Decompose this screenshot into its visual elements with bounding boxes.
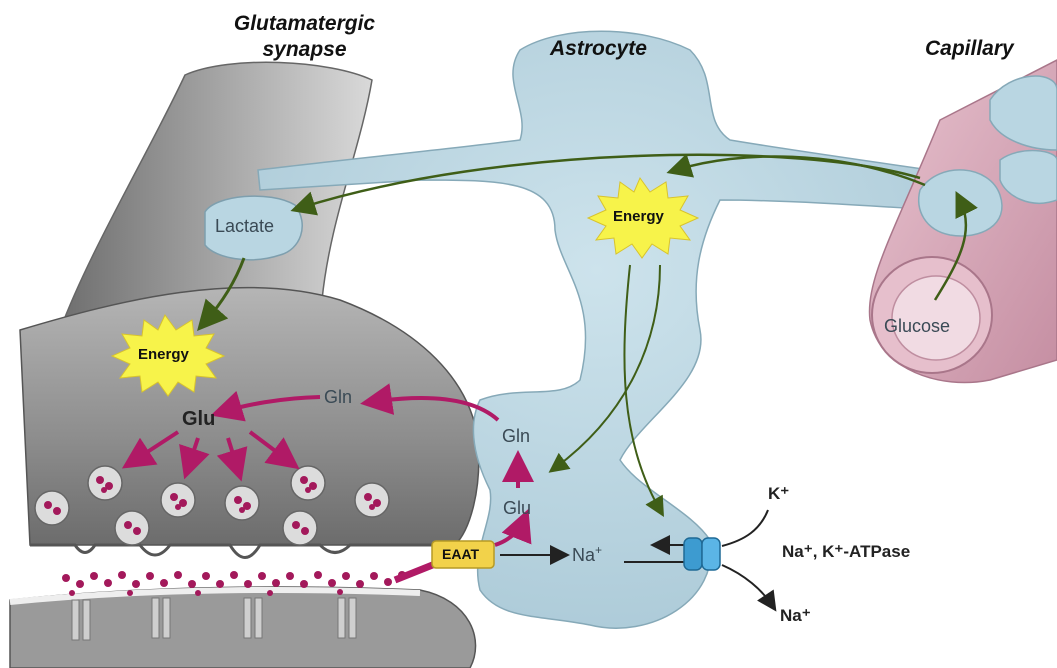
pump-label: Na⁺, K⁺-ATPase: [782, 542, 910, 562]
gln-neuron-label: Gln: [324, 387, 352, 408]
na-k-atpase-pump: [684, 538, 720, 570]
k-ion-label: K⁺: [768, 484, 789, 504]
na-out-arrow: [722, 565, 772, 605]
postsynaptic-neuron: [10, 587, 476, 668]
synapse-title-line1: Glutamatergic: [212, 11, 397, 37]
synapse-title-line2: synapse: [212, 37, 397, 63]
eaat-label: EAAT: [442, 546, 479, 562]
energy-label-neuron: Energy: [138, 346, 189, 363]
glu-astrocyte-label: Glu: [503, 498, 531, 519]
na-out-label: Na⁺: [780, 606, 811, 626]
na-astrocyte-text: Na: [572, 545, 595, 565]
na-astrocyte-sup: +: [595, 543, 602, 557]
astrocyte-title: Astrocyte: [550, 36, 647, 62]
lactate-label: Lactate: [215, 216, 274, 237]
synapse-title: Glutamatergic synapse: [212, 11, 397, 63]
energy-label-astrocyte: Energy: [613, 208, 664, 225]
glucose-label: Glucose: [884, 316, 950, 337]
glu-neuron-label: Glu: [182, 408, 215, 431]
terminal-membrane: [30, 545, 455, 558]
na-astrocyte-label: Na+: [572, 543, 602, 566]
k-in-arrow: [722, 510, 768, 546]
gln-astrocyte-label: Gln: [502, 426, 530, 447]
capillary-title: Capillary: [925, 36, 1014, 62]
